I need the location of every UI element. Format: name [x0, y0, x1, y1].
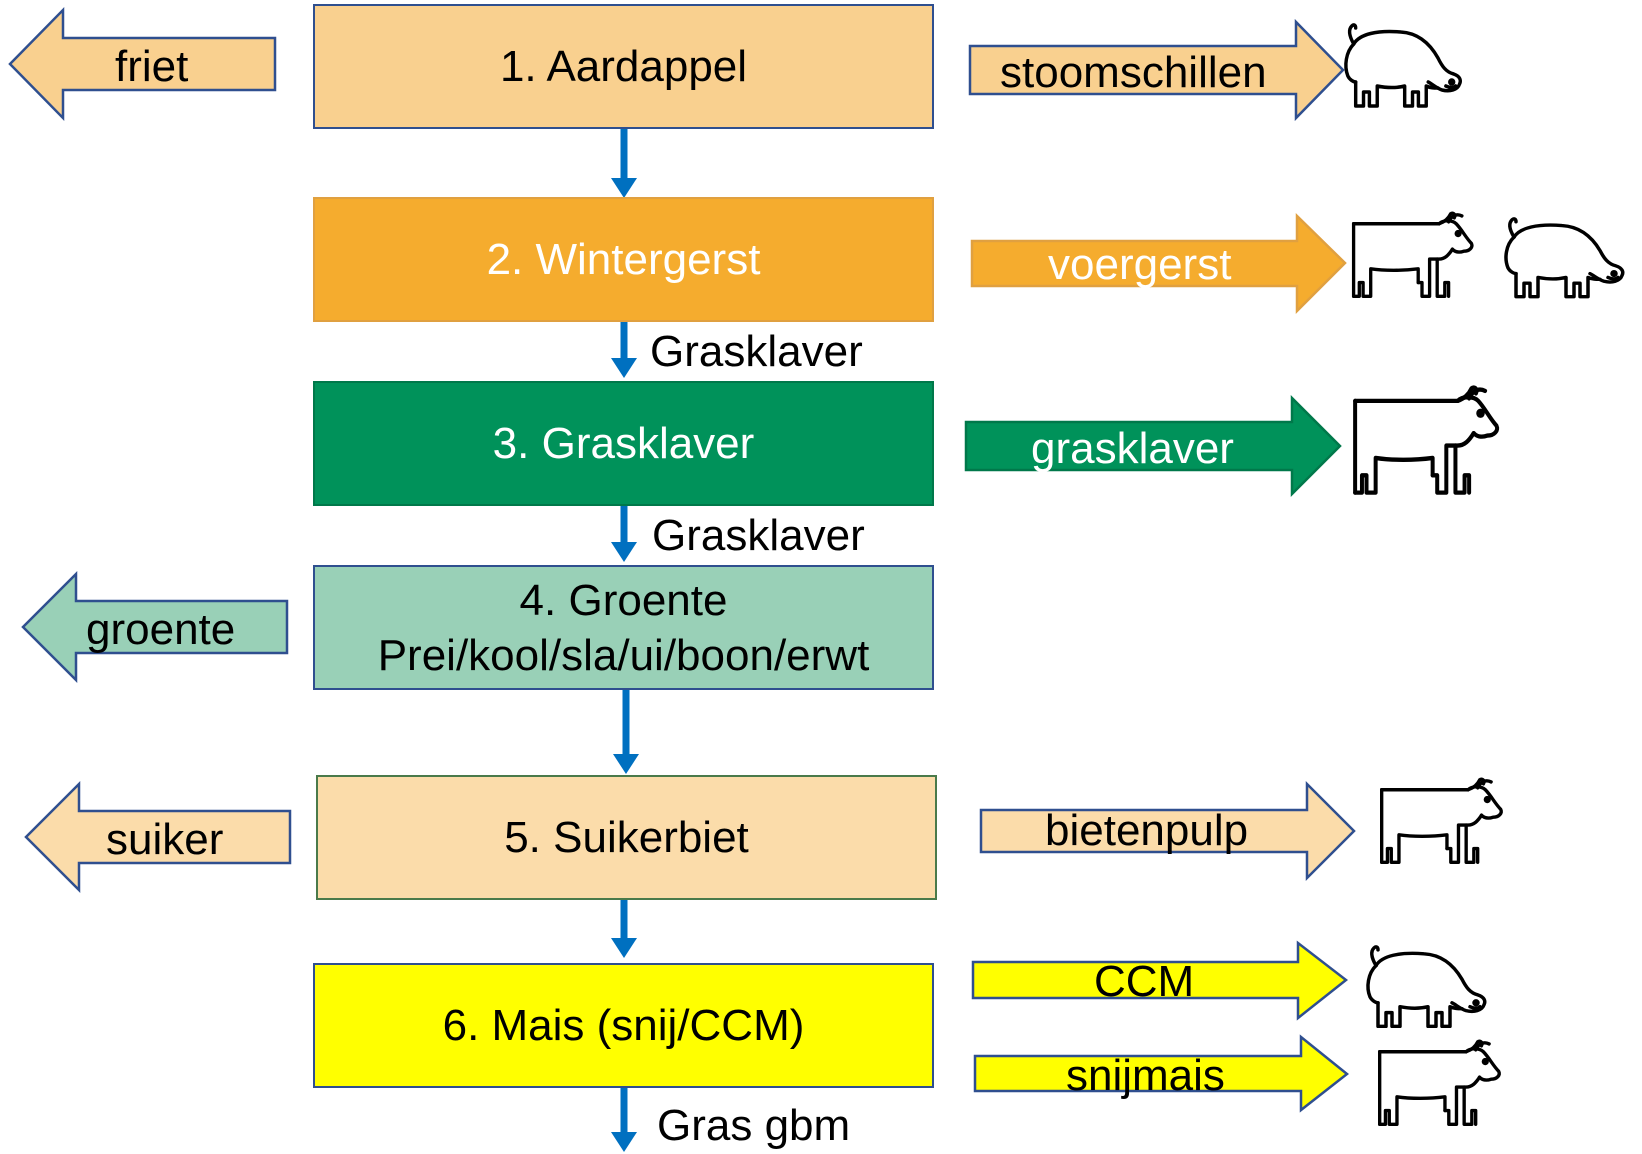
flow-arrow-1-2	[611, 128, 637, 198]
cow-icon	[1379, 777, 1503, 864]
crop-box-aardappel: 1. Aardappel	[313, 4, 934, 129]
flow-arrow-2-3	[611, 322, 637, 378]
catch-crop-label-1: Grasklaver	[650, 327, 863, 376]
crop-box-grasklaver: 3. Grasklaver	[313, 381, 934, 506]
pig-icon	[1366, 945, 1487, 1029]
output-label-grasklaver: grasklaver	[1031, 424, 1234, 473]
output-label-suiker: suiker	[106, 815, 224, 864]
output-label-groente: groente	[86, 605, 236, 654]
crop-label: 1. Aardappel	[499, 42, 748, 91]
catch-crop-label-3: Gras gbm	[657, 1101, 851, 1150]
crop-box-wintergerst: 2. Wintergerst	[313, 197, 934, 322]
output-label-bietenpulp: bietenpulp	[1045, 806, 1249, 855]
left-arrow-groente	[21, 570, 289, 684]
right-arrow-ccm	[971, 940, 1349, 1021]
crop-box-groente: 4. Groente Prei/kool/sla/ui/boon/erwt	[313, 565, 934, 690]
cow-icon	[1377, 1039, 1501, 1126]
crop-sublabel: Prei/kool/sla/ui/boon/erwt	[377, 630, 870, 680]
output-label-stoomschillen: stoomschillen	[1000, 48, 1267, 97]
flow-arrow-6-out	[611, 1088, 637, 1152]
pig-icon	[1344, 23, 1463, 108]
cow-icon	[1351, 211, 1474, 298]
right-arrow-bietenpulp	[979, 780, 1356, 882]
right-arrow-grasklaver	[964, 394, 1342, 498]
catch-crop-label-2: Grasklaver	[652, 511, 865, 560]
right-arrow-voergerst	[970, 213, 1347, 315]
crop-box-suikerbiet: 5. Suikerbiet	[316, 775, 937, 900]
flow-arrow-5-6	[611, 898, 637, 958]
crop-label: 5. Suikerbiet	[504, 813, 749, 862]
crop-label: 4. Groente	[519, 575, 728, 625]
right-arrow-stoomschillen	[968, 18, 1345, 122]
pig-icon	[1504, 217, 1625, 299]
output-label-ccm: CCM	[1094, 957, 1195, 1006]
crop-label: 3. Grasklaver	[492, 419, 755, 468]
right-arrow-snijmais	[973, 1034, 1350, 1113]
cow-icon	[1355, 388, 1497, 493]
crop-label: 2. Wintergerst	[486, 235, 761, 284]
output-label-snijmais: snijmais	[1066, 1051, 1225, 1100]
crop-label: 6. Mais (snij/CCM)	[442, 1001, 805, 1050]
left-arrow-friet	[8, 6, 277, 122]
left-arrow-suiker	[24, 780, 292, 894]
output-label-voergerst: voergerst	[1048, 240, 1232, 289]
flow-arrow-3-4	[611, 506, 637, 562]
crop-box-mais: 6. Mais (snij/CCM)	[313, 963, 934, 1088]
flow-arrow-4-5	[613, 690, 639, 774]
output-label-friet: friet	[115, 42, 189, 91]
